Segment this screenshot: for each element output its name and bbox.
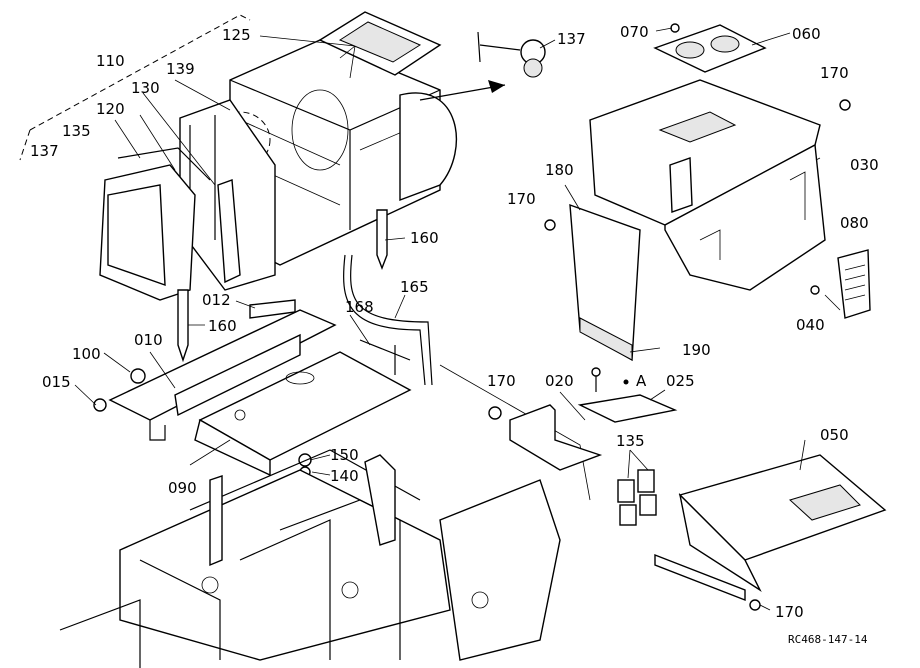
label-160-left: 160 <box>208 317 237 335</box>
plate-025 <box>577 394 678 423</box>
label-060: 060 <box>792 25 821 43</box>
label-170-lower: 170 <box>487 372 516 390</box>
label-080: 080 <box>840 214 869 232</box>
label-140: 140 <box>330 467 359 485</box>
tractor-frame <box>59 364 591 668</box>
strip-012 <box>249 299 296 319</box>
bracket-020 <box>488 367 629 471</box>
label-010: 010 <box>134 331 163 349</box>
heater-unit-assembly <box>19 11 458 386</box>
label-125: 125 <box>222 26 251 44</box>
label-A: A <box>636 372 647 390</box>
label-030: 030 <box>850 156 879 174</box>
label-168: 168 <box>345 298 374 316</box>
valve-137 <box>419 31 546 101</box>
label-150: 150 <box>330 446 359 464</box>
label-070: 070 <box>620 23 649 41</box>
label-137-left: 137 <box>30 142 59 160</box>
label-170-bottom: 170 <box>775 603 804 621</box>
part-labels: 110 125 137 139 120 130 135 137 160 160 … <box>30 23 879 646</box>
label-025: 025 <box>666 372 695 390</box>
label-135-right: 135 <box>616 432 645 450</box>
label-090: 090 <box>168 479 197 497</box>
label-165: 165 <box>400 278 429 296</box>
label-190: 190 <box>682 341 711 359</box>
label-012: 012 <box>202 291 231 309</box>
label-139: 139 <box>166 60 195 78</box>
connectors-135 <box>617 469 657 526</box>
label-015: 015 <box>42 373 71 391</box>
cover-030 <box>544 23 871 319</box>
label-020: 020 <box>545 372 574 390</box>
pin-168 <box>359 339 411 375</box>
label-050: 050 <box>820 426 849 444</box>
reference-code: RC468-147-14 <box>788 633 868 646</box>
label-170-topright: 170 <box>820 64 849 82</box>
label-120: 120 <box>96 100 125 118</box>
label-130: 130 <box>131 79 160 97</box>
label-040: 040 <box>796 316 825 334</box>
bracket-010 <box>93 309 337 441</box>
plate-090 <box>194 351 412 478</box>
label-160-right: 160 <box>410 229 439 247</box>
label-110: 110 <box>96 52 125 70</box>
duct-190 <box>569 203 641 362</box>
label-170-mid: 170 <box>507 190 536 208</box>
label-137-top: 137 <box>557 30 586 48</box>
label-180: 180 <box>545 161 574 179</box>
label-135-left: 135 <box>62 122 91 140</box>
label-100: 100 <box>72 345 101 363</box>
leader-lines <box>74 27 841 611</box>
box-050 <box>654 454 887 611</box>
